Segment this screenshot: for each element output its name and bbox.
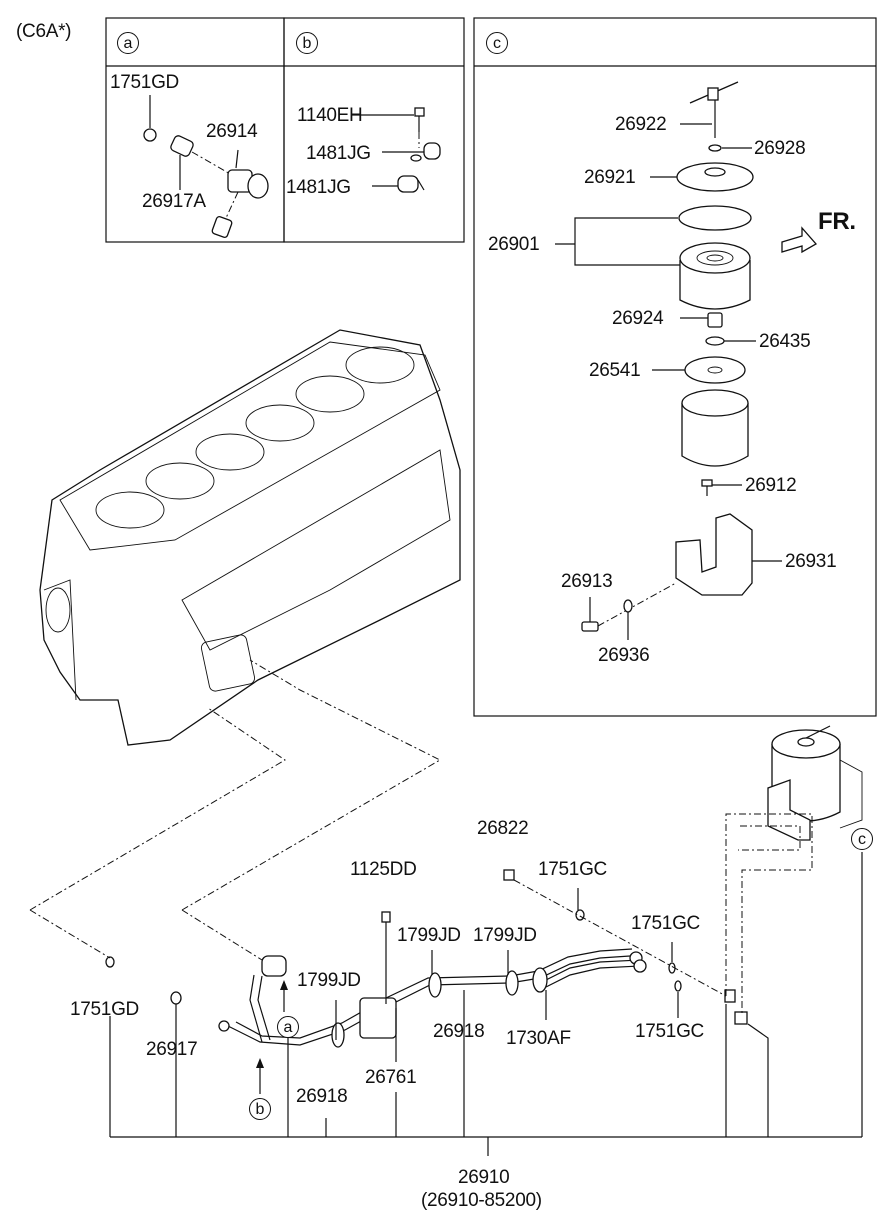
callout-c-header: c — [486, 32, 508, 54]
label-26918-low: 26918 — [296, 1086, 348, 1107]
label-26914: 26914 — [206, 121, 258, 142]
label-1140EH: 1140EH — [297, 105, 363, 126]
label-1125DD: 1125DD — [350, 859, 417, 880]
fr-label: FR. — [818, 208, 856, 235]
callout-c-marker: c — [851, 828, 873, 850]
label-26541: 26541 — [589, 360, 641, 381]
label-26822: 26822 — [477, 818, 529, 839]
label-26912: 26912 — [745, 475, 797, 496]
label-1799JD-low: 1799JD — [297, 970, 361, 991]
label-1799JD-right: 1799JD — [473, 925, 537, 946]
callout-b-marker: b — [249, 1098, 271, 1120]
label-1751GC-mid: 1751GC — [631, 913, 700, 934]
label-26936: 26936 — [598, 645, 650, 666]
label-26918-mid: 26918 — [433, 1021, 485, 1042]
label-26910-sub: (26910-85200) — [421, 1190, 542, 1211]
detail-c-filter-exploded — [555, 81, 818, 640]
label-26924: 26924 — [612, 308, 664, 329]
engine-block — [39, 329, 461, 746]
label-26921: 26921 — [584, 167, 636, 188]
detail-box-b — [283, 17, 465, 243]
model-tag: (C6A*) — [16, 21, 72, 42]
label-26931: 26931 — [785, 551, 837, 572]
label-1751GC-top: 1751GC — [538, 859, 607, 880]
label-1730AF: 1730AF — [506, 1028, 571, 1049]
detail-box-c — [473, 17, 877, 717]
label-26761: 26761 — [365, 1067, 417, 1088]
leader-lines — [29, 659, 863, 1156]
label-26901: 26901 — [488, 234, 540, 255]
label-26435: 26435 — [759, 331, 811, 352]
label-1481JG-upper: 1481JG — [306, 143, 371, 164]
label-1481JG-lower: 1481JG — [286, 177, 351, 198]
callout-a-header: a — [117, 32, 139, 54]
filter-assembly-right — [767, 725, 863, 841]
label-26922: 26922 — [615, 114, 667, 135]
label-1799JD-left: 1799JD — [397, 925, 461, 946]
label-26910: 26910 — [458, 1167, 510, 1188]
label-1751GD-a: 1751GD — [110, 72, 179, 93]
part-1481JG-clamps — [352, 107, 441, 193]
callout-a-marker: a — [277, 1016, 299, 1038]
label-26913: 26913 — [561, 571, 613, 592]
label-26928: 26928 — [754, 138, 806, 159]
label-1751GD: 1751GD — [70, 999, 139, 1020]
label-26917A: 26917A — [142, 191, 206, 212]
label-26917: 26917 — [146, 1039, 198, 1060]
part-26914-sensor — [143, 95, 269, 238]
callout-b-header: b — [296, 32, 318, 54]
label-1751GC-low: 1751GC — [635, 1021, 704, 1042]
